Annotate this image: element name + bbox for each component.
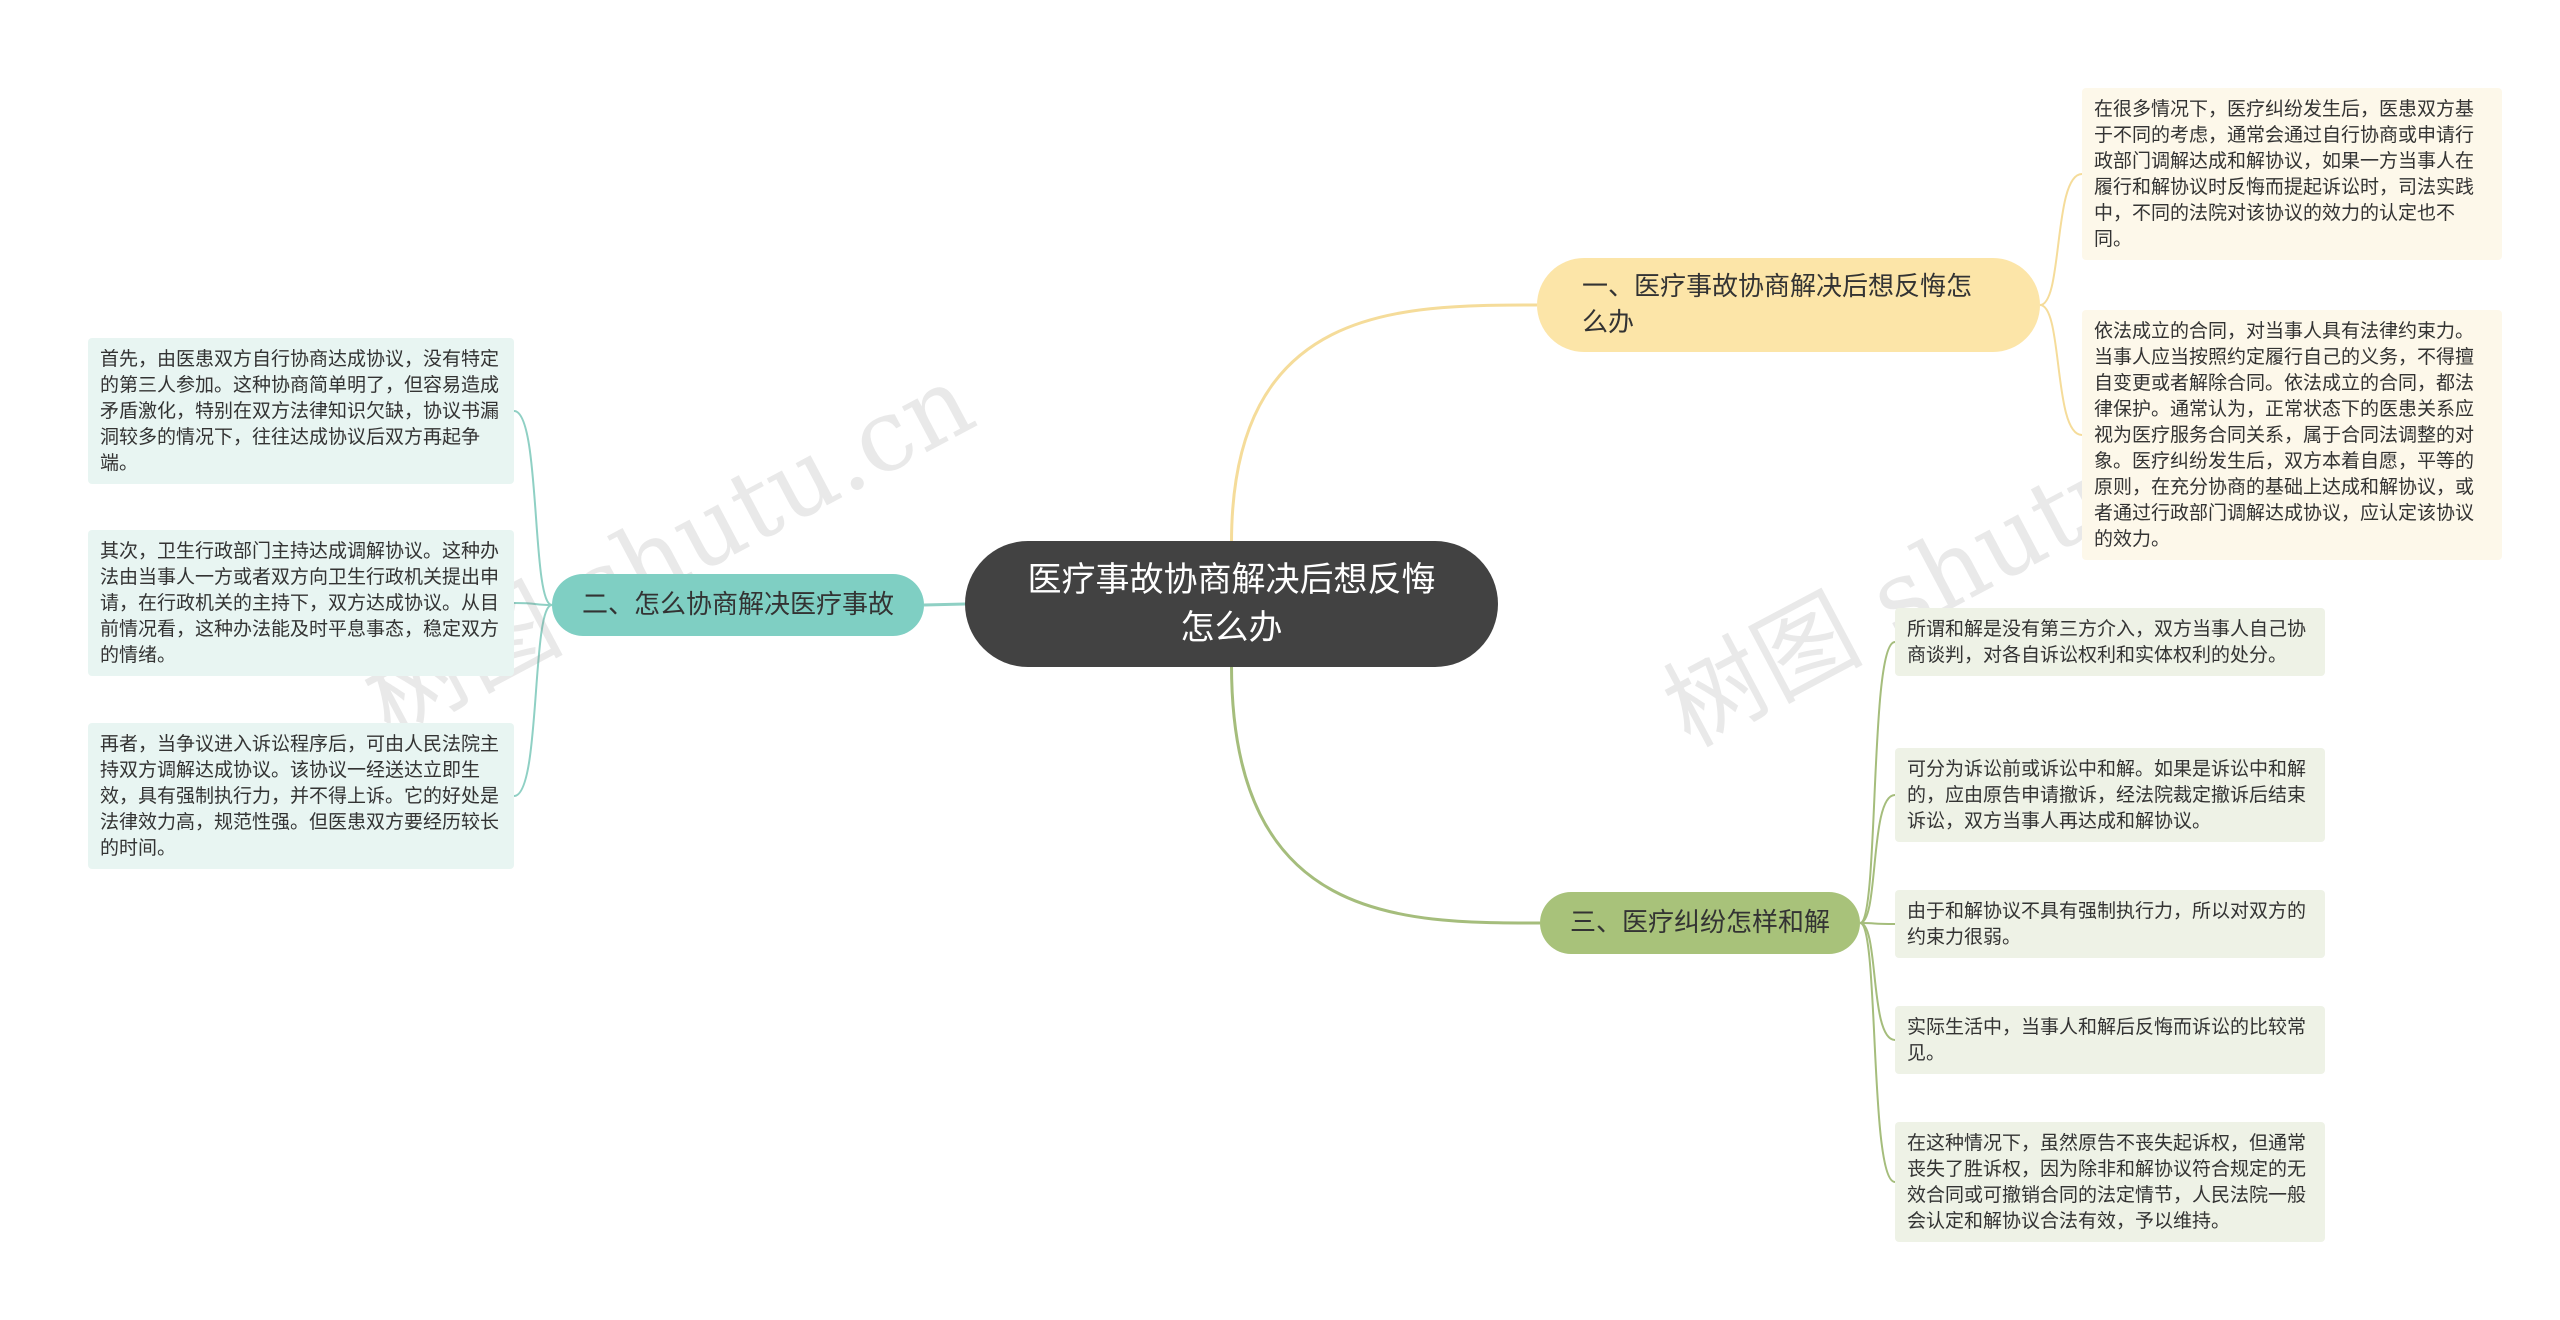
leaf-1-2-text: 依法成立的合同，对当事人具有法律约束力。当事人应当按照约定履行自己的义务，不得擅… — [2094, 320, 2475, 550]
leaf-3-3-text: 由于和解协议不具有强制执行力，所以对双方的约束力很弱。 — [1907, 900, 2307, 948]
connector-leaf-2-2 — [513, 602, 553, 606]
leaf-2-2-text: 其次，卫生行政部门主持达成调解协议。这种办法由当事人一方或者双方向卫生行政机关提… — [100, 540, 500, 666]
branch-topic-2[interactable]: 二、怎么协商解决医疗事故 — [552, 574, 924, 636]
connector-leaf-1-1 — [2039, 173, 2083, 306]
connector-leaf-3-2 — [1859, 794, 1896, 924]
branch-topic-1-label: 一、医疗事故协商解决后想反悔怎么办 — [1582, 272, 1973, 338]
connector-leaf-2-1 — [513, 410, 553, 606]
connector-leaf-2-3 — [513, 604, 553, 797]
branch-topic-3[interactable]: 三、医疗纠纷怎样和解 — [1540, 892, 1860, 954]
connector-root-branch-2 — [923, 602, 966, 607]
leaf-3-5-text: 在这种情况下，虽然原告不丧失起诉权，但通常丧失了胜诉权，因为除非和解协议符合规定… — [1907, 1132, 2307, 1232]
leaf-3-4[interactable]: 实际生活中，当事人和解后反悔而诉讼的比较常见。 — [1895, 1006, 2325, 1074]
leaf-2-2[interactable]: 其次，卫生行政部门主持达成调解协议。这种办法由当事人一方或者双方向卫生行政机关提… — [88, 530, 514, 676]
connector-leaf-3-3 — [1859, 922, 1896, 925]
connector-leaf-3-1 — [1859, 641, 1896, 924]
connector-root-branch-1 — [1230, 303, 1538, 544]
connector-root-branch-3 — [1230, 664, 1541, 925]
branch-topic-3-label: 三、医疗纠纷怎样和解 — [1569, 908, 1830, 938]
leaf-2-3[interactable]: 再者，当争议进入诉讼程序后，可由人民法院主持双方调解达成协议。该协议一经送达立即… — [88, 723, 514, 869]
leaf-3-3[interactable]: 由于和解协议不具有强制执行力，所以对双方的约束力很弱。 — [1895, 890, 2325, 958]
leaf-1-1-text: 在很多情况下，医疗纠纷发生后，医患双方基于不同的考虑，通常会通过自行协商或申请行… — [2094, 98, 2475, 250]
connector-leaf-1-2 — [2039, 304, 2083, 436]
leaf-3-1-text: 所谓和解是没有第三方介入，双方当事人自己协商谈判，对各自诉讼权利和实体权利的处分… — [1907, 618, 2307, 666]
root-topic[interactable]: 医疗事故协商解决后想反悔怎么办 — [965, 541, 1498, 667]
leaf-3-4-text: 实际生活中，当事人和解后反悔而诉讼的比较常见。 — [1907, 1016, 2307, 1064]
root-topic-label: 医疗事故协商解决后想反悔怎么办 — [1027, 560, 1436, 648]
connector-leaf-3-4 — [1859, 922, 1896, 1041]
leaf-3-2-text: 可分为诉讼前或诉讼中和解。如果是诉讼中和解的，应由原告申请撤诉，经法院裁定撤诉后… — [1907, 758, 2307, 832]
branch-topic-1[interactable]: 一、医疗事故协商解决后想反悔怎么办 — [1537, 258, 2040, 352]
leaf-2-1-text: 首先，由医患双方自行协商达成协议，没有特定的第三人参加。这种协商简单明了，但容易… — [100, 348, 500, 474]
leaf-1-2[interactable]: 依法成立的合同，对当事人具有法律约束力。当事人应当按照约定履行自己的义务，不得擅… — [2082, 310, 2502, 560]
leaf-3-2[interactable]: 可分为诉讼前或诉讼中和解。如果是诉讼中和解的，应由原告申请撤诉，经法院裁定撤诉后… — [1895, 748, 2325, 842]
leaf-3-5[interactable]: 在这种情况下，虽然原告不丧失起诉权，但通常丧失了胜诉权，因为除非和解协议符合规定… — [1895, 1122, 2325, 1242]
leaf-2-3-text: 再者，当争议进入诉讼程序后，可由人民法院主持双方调解达成协议。该协议一经送达立即… — [100, 733, 500, 859]
branch-topic-2-label: 二、怎么协商解决医疗事故 — [581, 590, 894, 620]
leaf-1-1[interactable]: 在很多情况下，医疗纠纷发生后，医患双方基于不同的考虑，通常会通过自行协商或申请行… — [2082, 88, 2502, 260]
connector-leaf-3-5 — [1859, 922, 1896, 1183]
leaf-2-1[interactable]: 首先，由医患双方自行协商达成协议，没有特定的第三人参加。这种协商简单明了，但容易… — [88, 338, 514, 484]
leaf-3-1[interactable]: 所谓和解是没有第三方介入，双方当事人自己协商谈判，对各自诉讼权利和实体权利的处分… — [1895, 608, 2325, 676]
